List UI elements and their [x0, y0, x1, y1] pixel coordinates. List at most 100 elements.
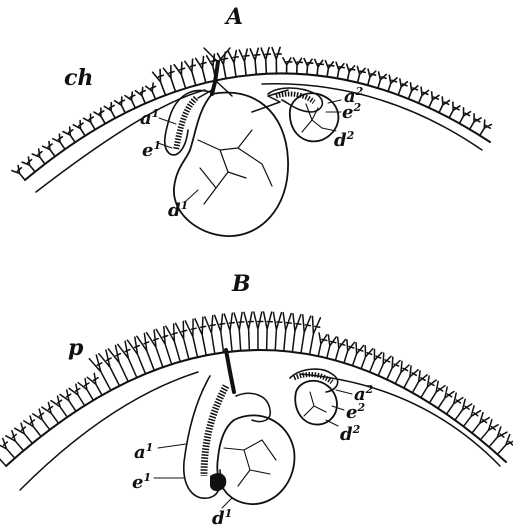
panel-b: B p a1 e1 d1 a2 e2 d2: [0, 271, 513, 529]
yolk-vessels-a1: [198, 130, 272, 204]
villus: [261, 48, 270, 74]
chorion-membrane-b: [6, 350, 506, 466]
villus: [472, 413, 489, 433]
villus: [104, 103, 115, 119]
villus: [447, 393, 463, 414]
villus: [370, 349, 382, 372]
villus: [368, 69, 376, 85]
villus: [481, 420, 499, 440]
placenta-label: p: [68, 335, 84, 361]
villus: [153, 69, 166, 95]
villus: [78, 379, 93, 401]
villus: [12, 166, 25, 181]
villus: [205, 316, 215, 354]
villus: [60, 390, 76, 411]
villus: [264, 312, 273, 350]
yolk-sac-d2-b: [295, 381, 337, 425]
villus: [283, 313, 291, 351]
villus: [244, 312, 253, 350]
yolk-sac-d1-b: [217, 415, 294, 504]
umbilical-stalk-b: [226, 350, 234, 392]
villus: [84, 114, 96, 129]
villus: [234, 313, 244, 351]
villus: [137, 333, 154, 370]
villus: [283, 58, 292, 74]
yolk-vessels-a2: [302, 104, 322, 132]
villus: [196, 57, 206, 83]
label-a1-b: a1: [134, 441, 153, 463]
villus: [335, 337, 345, 360]
villus: [498, 435, 513, 455]
villus: [174, 62, 186, 88]
villus: [118, 341, 137, 377]
villus: [315, 60, 324, 76]
leader-lines-b: [154, 390, 352, 508]
villus: [163, 66, 175, 92]
villus: [63, 127, 75, 142]
embryo-plate-e1-b: [204, 386, 226, 476]
villus: [378, 72, 386, 88]
villus: [228, 51, 238, 77]
villus: [301, 315, 311, 353]
villus: [69, 384, 85, 405]
villus: [195, 317, 206, 355]
villus: [378, 353, 391, 376]
villus: [0, 446, 6, 466]
villus: [32, 149, 45, 164]
villus: [449, 102, 460, 118]
villus: [464, 406, 481, 427]
label-d2-a: d2: [334, 129, 355, 151]
villus: [292, 314, 301, 352]
villus: [318, 333, 327, 356]
label-d2-b: d2: [340, 423, 361, 445]
chorion-label: ch: [64, 65, 93, 91]
villus: [470, 114, 481, 130]
villus: [361, 346, 373, 369]
villus: [73, 121, 85, 136]
label-e1-a: e1: [142, 139, 161, 161]
villus: [489, 427, 507, 447]
villus: [33, 409, 50, 430]
villus: [15, 423, 33, 443]
villus: [455, 399, 472, 420]
villus: [250, 48, 260, 74]
label-a1-a: a1: [140, 107, 159, 129]
villus: [127, 337, 145, 374]
villus: [215, 314, 225, 352]
villus: [185, 59, 196, 85]
leader-lines-a: [158, 100, 341, 201]
villus: [43, 142, 55, 157]
villus: [272, 47, 281, 73]
chorion-membrane-a: [25, 73, 490, 180]
villus: [439, 97, 450, 113]
villus: [254, 312, 263, 350]
villus: [87, 373, 102, 395]
yolk-sac-d1-a: [174, 92, 288, 236]
yolk-vessels-b2: [304, 392, 326, 416]
villus: [357, 67, 365, 83]
panel-label-a: A: [224, 4, 243, 30]
label-e2-b: e2: [346, 401, 365, 423]
villus: [273, 312, 281, 350]
villus: [0, 438, 15, 458]
villus: [115, 97, 126, 113]
villus: [53, 134, 65, 149]
villus: [125, 92, 135, 108]
villus: [408, 83, 418, 99]
villus: [347, 64, 355, 80]
villus: [42, 403, 59, 424]
villus: [325, 61, 333, 77]
villus: [22, 157, 35, 172]
villus: [398, 79, 407, 95]
label-e1-b: e1: [132, 471, 151, 493]
villus: [239, 49, 249, 75]
villus: [459, 108, 470, 124]
panel-label-b: B: [231, 271, 251, 297]
villus: [51, 396, 67, 417]
villus: [388, 75, 397, 91]
villus: [304, 59, 313, 75]
villus: [146, 83, 156, 99]
villus: [353, 343, 364, 366]
villus: [294, 58, 303, 74]
